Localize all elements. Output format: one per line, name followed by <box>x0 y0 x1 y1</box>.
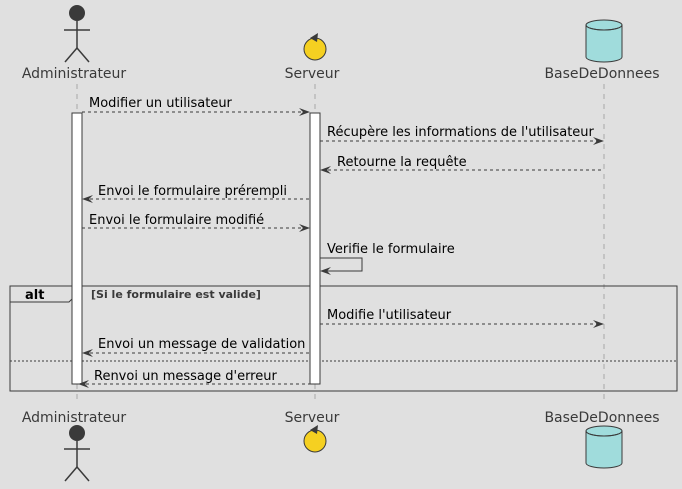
message-modifie-utilisateur: Modifie l'utilisateur <box>320 308 604 328</box>
message-recupere-informations: Récupère les informations de l'utilisate… <box>320 125 604 145</box>
arrowhead-icon <box>593 137 604 145</box>
message-label: Récupère les informations de l'utilisate… <box>327 125 595 140</box>
participant-label: BaseDeDonnees <box>544 66 659 82</box>
participant-serveur-bottom: Serveur <box>285 410 340 453</box>
participant-label: Administrateur <box>22 410 127 426</box>
participant-label: Administrateur <box>22 66 127 82</box>
control-icon <box>303 425 327 453</box>
participant-basededonnees-bottom: BaseDeDonnees <box>544 410 660 469</box>
message-label: Modifie l'utilisateur <box>327 308 452 323</box>
participant-administrateur-top: Administrateur <box>22 5 127 82</box>
actor-icon <box>64 425 90 482</box>
database-icon <box>585 425 623 469</box>
participant-serveur-top: Serveur <box>285 33 340 82</box>
activation-serveur <box>309 112 321 385</box>
message-renvoi-erreur: Renvoi un message d'erreur <box>78 369 310 388</box>
message-envoi-formulaire-modifie: Envoi le formulaire modifié <box>82 213 310 232</box>
message-retourne-requete: Retourne la requête <box>320 155 604 174</box>
arrowhead-icon <box>78 380 89 388</box>
arrowhead-icon <box>593 320 604 328</box>
alt-fragment: alt [Si le formulaire est valide] <box>9 285 678 392</box>
arrowhead-icon <box>82 195 93 203</box>
message-verifie-formulaire: Verifie le formulaire <box>320 242 455 275</box>
arrowhead-icon <box>299 108 310 116</box>
participant-label: Serveur <box>285 66 340 82</box>
message-label: Envoi un message de validation <box>98 337 305 352</box>
arrowhead-icon <box>320 267 331 275</box>
database-icon <box>585 19 623 63</box>
actor-icon <box>64 5 90 63</box>
participant-label: BaseDeDonnees <box>544 410 659 426</box>
activation-administrateur <box>71 112 83 385</box>
control-icon <box>303 33 327 61</box>
message-label: Verifie le formulaire <box>327 242 455 257</box>
arrowhead-icon <box>82 349 93 357</box>
alt-condition: [Si le formulaire est valide] <box>91 288 261 301</box>
message-label: Envoi le formulaire prérempli <box>98 184 287 199</box>
message-label: Modifier un utilisateur <box>89 96 233 111</box>
arrowhead-icon <box>320 166 331 174</box>
message-label: Retourne la requête <box>337 155 467 170</box>
message-label: Renvoi un message d'erreur <box>94 369 277 384</box>
message-envoi-validation: Envoi un message de validation <box>82 337 310 357</box>
message-modifier-utilisateur: Modifier un utilisateur <box>82 96 310 116</box>
message-envoi-formulaire-prerempli: Envoi le formulaire prérempli <box>82 184 310 203</box>
alt-keyword: alt <box>25 288 44 303</box>
participant-administrateur-bottom: Administrateur <box>22 410 127 482</box>
participant-label: Serveur <box>285 410 340 426</box>
arrowhead-icon <box>299 224 310 232</box>
message-label: Envoi le formulaire modifié <box>89 213 264 228</box>
participant-basededonnees-top: BaseDeDonnees <box>544 19 660 82</box>
